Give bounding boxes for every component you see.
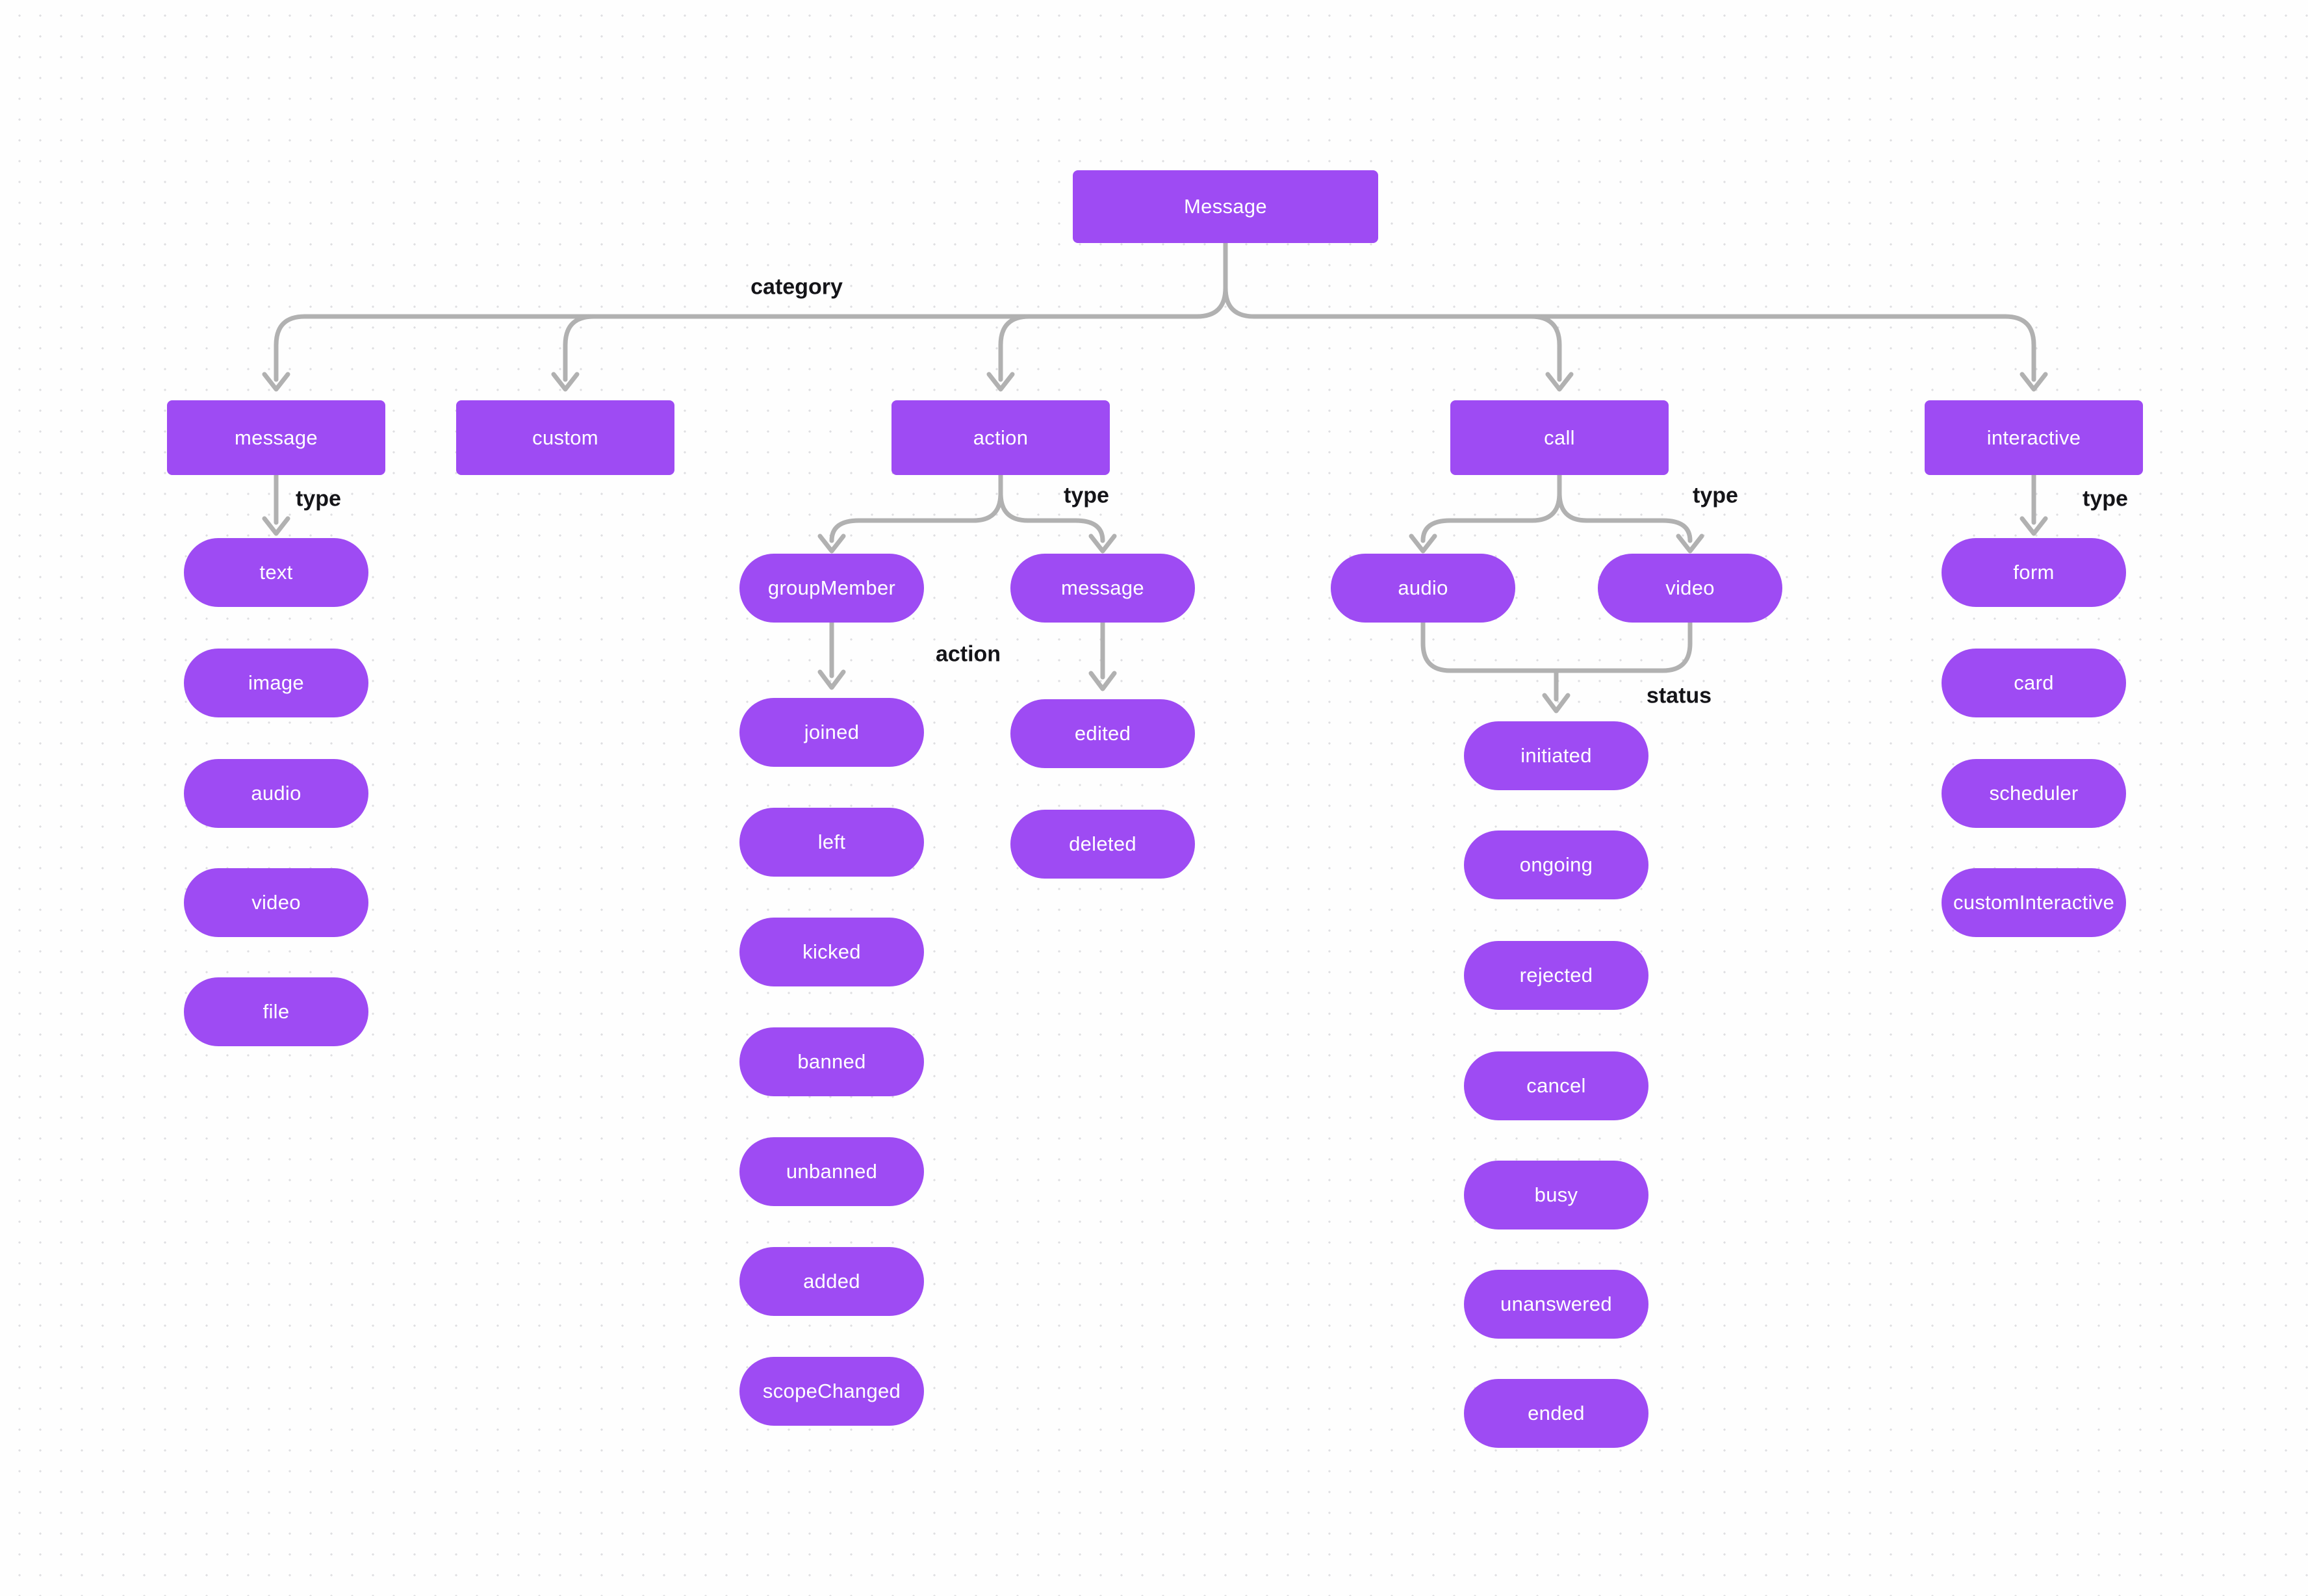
edge-label-message-type: type	[296, 486, 341, 511]
node-action-kicked: kicked	[739, 918, 924, 986]
node-type-scheduler: scheduler	[1942, 759, 2126, 828]
edge-call-to-audio	[1409, 472, 1562, 554]
node-type-action-message: message	[1010, 554, 1195, 623]
node-status-unanswered: unanswered	[1464, 1270, 1648, 1339]
edge-label-call-type: type	[1693, 483, 1738, 508]
node-status-ongoing: ongoing	[1464, 830, 1648, 899]
node-action-deleted: deleted	[1010, 810, 1195, 879]
edge-message-sub-to-edited	[1088, 620, 1117, 691]
node-type-file: file	[184, 977, 368, 1046]
edge-groupmember-to-joined	[817, 620, 846, 690]
node-category-custom: custom	[456, 400, 674, 475]
edge-label-group-member-action: action	[935, 641, 1001, 667]
node-type-audio: audio	[184, 759, 368, 828]
edge-label-category: category	[750, 274, 843, 300]
edge-merge-to-initiated	[1542, 668, 1571, 714]
node-action-scope-changed: scopeChanged	[739, 1357, 924, 1426]
edge-root-to-interactive	[1223, 240, 2048, 392]
node-status-busy: busy	[1464, 1161, 1648, 1229]
edge-label-interactive-type: type	[2083, 486, 2128, 511]
edge-call-to-video	[1557, 472, 1704, 554]
node-message-root: Message	[1073, 170, 1378, 243]
node-type-custom-interactive: customInteractive	[1942, 868, 2126, 937]
node-action-edited: edited	[1010, 699, 1195, 768]
node-category-action: action	[891, 400, 1110, 475]
node-category-interactive: interactive	[1925, 400, 2143, 475]
node-type-image: image	[184, 649, 368, 717]
node-action-joined: joined	[739, 698, 924, 767]
node-action-left: left	[739, 808, 924, 877]
node-action-banned: banned	[739, 1027, 924, 1096]
edge-action-to-groupmember	[817, 472, 1003, 554]
node-category-call: call	[1450, 400, 1669, 475]
node-type-call-audio: audio	[1331, 554, 1515, 623]
edge-interactive-to-form	[2020, 472, 2048, 536]
node-status-rejected: rejected	[1464, 941, 1648, 1010]
node-status-initiated: initiated	[1464, 721, 1648, 790]
node-type-form: form	[1942, 538, 2126, 607]
node-type-call-video: video	[1598, 554, 1782, 623]
node-status-ended: ended	[1464, 1379, 1648, 1448]
edge-action-to-message-sub	[998, 472, 1117, 554]
node-type-video: video	[184, 868, 368, 937]
edge-label-action-type: type	[1064, 483, 1109, 508]
node-type-text: text	[184, 538, 368, 607]
node-type-group-member: groupMember	[739, 554, 924, 623]
node-status-cancel: cancel	[1464, 1051, 1648, 1120]
edge-video-to-status-merge	[1554, 620, 1693, 673]
edge-root-to-custom	[551, 314, 596, 392]
node-category-message: message	[167, 400, 385, 475]
node-action-added: added	[739, 1247, 924, 1316]
node-type-card: card	[1942, 649, 2126, 717]
edge-root-to-action	[986, 314, 1032, 392]
edge-root-to-call	[1528, 314, 1574, 392]
edge-audio-to-status-merge	[1420, 620, 1559, 673]
edge-root-to-message	[262, 240, 1228, 392]
node-action-unbanned: unbanned	[739, 1137, 924, 1206]
edge-message-to-text	[262, 472, 290, 536]
edge-label-call-status: status	[1646, 683, 1712, 708]
